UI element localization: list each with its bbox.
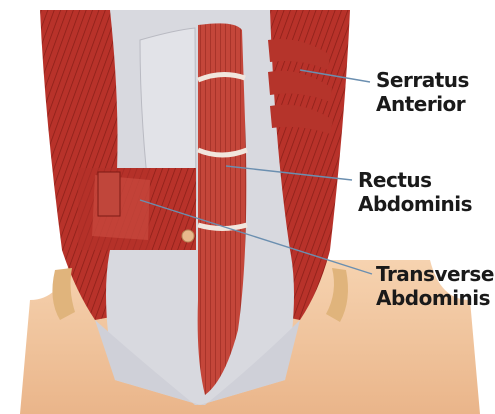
label-transverse-line2: Abdominis: [376, 286, 494, 310]
label-serratus-anterior: Serratus Anterior: [376, 68, 469, 116]
label-rectus-line2: Abdominis: [358, 192, 472, 216]
label-serratus-line1: Serratus: [376, 68, 469, 92]
label-transverse-abdominis: Transverse Abdominis: [376, 262, 494, 310]
transverse-abdominis-muscle: [78, 168, 196, 250]
navel: [182, 230, 194, 242]
label-rectus-line1: Rectus: [358, 168, 472, 192]
label-rectus-abdominis: Rectus Abdominis: [358, 168, 472, 216]
serratus-anterior-muscle: [268, 39, 333, 134]
label-serratus-line2: Anterior: [376, 92, 469, 116]
label-transverse-line1: Transverse: [376, 262, 494, 286]
